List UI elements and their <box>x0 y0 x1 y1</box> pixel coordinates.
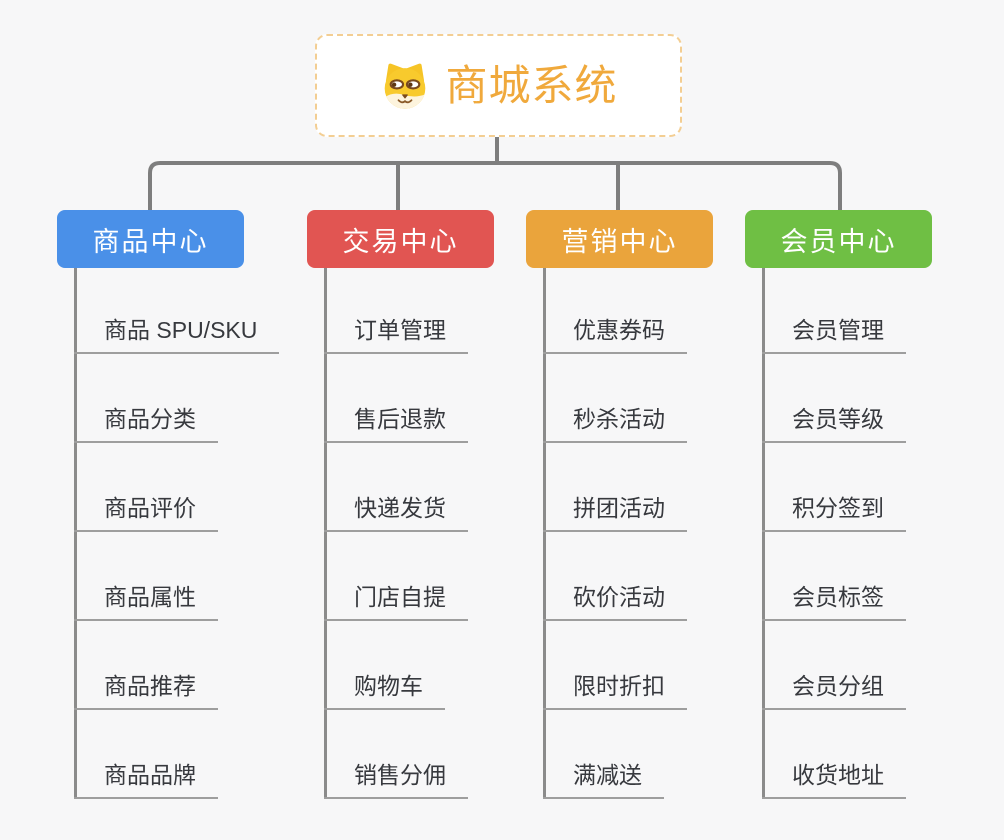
leaf-label: 商品评价 <box>74 495 218 532</box>
leaf-item: 会员分组 <box>762 621 906 710</box>
leaf-item: 商品属性 <box>74 532 279 621</box>
leaf-item: 订单管理 <box>324 265 468 354</box>
leaf-label: 商品属性 <box>74 584 218 621</box>
leaf-item: 会员等级 <box>762 354 906 443</box>
connector-horizontal <box>148 161 842 212</box>
leaf-label: 商品分类 <box>74 406 218 443</box>
leaf-label: 会员管理 <box>762 317 906 354</box>
root-title: 商城系统 <box>445 61 618 109</box>
leaf-item: 会员标签 <box>762 532 906 621</box>
leaf-label: 会员分组 <box>762 673 906 710</box>
leaf-label: 门店自提 <box>324 584 468 621</box>
leaf-label: 购物车 <box>324 673 445 710</box>
leaf-item: 秒杀活动 <box>543 354 687 443</box>
leaf-item: 拼团活动 <box>543 443 687 532</box>
leaf-label: 拼团活动 <box>543 495 687 532</box>
branch-trade-center: 交易中心 <box>307 210 494 268</box>
branch-column-member: 会员中心 会员管理 会员等级 积分签到 会员标签 会员分组 收货地址 <box>745 210 932 799</box>
tree-connector-lines <box>148 136 842 212</box>
leaf-label: 收货地址 <box>762 762 906 799</box>
branch-column-product: 商品中心 商品 SPU/SKU 商品分类 商品评价 商品属性 商品推荐 商品品牌 <box>57 210 280 799</box>
leaf-label: 商品 SPU/SKU <box>74 317 280 354</box>
leaf-label: 会员等级 <box>762 406 906 443</box>
leaf-item: 门店自提 <box>324 532 468 621</box>
leaf-label: 商品品牌 <box>74 762 218 799</box>
leaf-item: 商品分类 <box>74 354 279 443</box>
leaf-item: 销售分佣 <box>324 710 468 799</box>
leaf-label: 销售分佣 <box>324 762 468 799</box>
branch-marketing-center: 营销中心 <box>526 210 713 268</box>
leaf-item: 限时折扣 <box>543 621 687 710</box>
branch-column-trade: 交易中心 订单管理 售后退款 快递发货 门店自提 购物车 销售分佣 <box>307 210 494 799</box>
dog-face-icon <box>385 63 426 109</box>
leaf-label: 积分签到 <box>762 495 906 532</box>
leaf-label: 秒杀活动 <box>543 406 687 443</box>
leaf-item: 满减送 <box>543 710 687 799</box>
branch-marketing-children: 优惠券码 秒杀活动 拼团活动 砍价活动 限时折扣 满减送 <box>543 265 687 799</box>
leaf-label: 售后退款 <box>324 406 468 443</box>
branch-member-children: 会员管理 会员等级 积分签到 会员标签 会员分组 收货地址 <box>762 265 906 799</box>
leaf-item: 售后退款 <box>324 354 468 443</box>
leaf-item: 会员管理 <box>762 265 906 354</box>
branch-product-children: 商品 SPU/SKU 商品分类 商品评价 商品属性 商品推荐 商品品牌 <box>74 265 280 799</box>
leaf-label: 满减送 <box>543 762 664 799</box>
leaf-item: 购物车 <box>324 621 468 710</box>
leaf-item: 快递发货 <box>324 443 468 532</box>
branch-member-center: 会员中心 <box>745 210 932 268</box>
leaf-item: 优惠券码 <box>543 265 687 354</box>
leaf-label: 限时折扣 <box>543 673 687 710</box>
leaf-item: 收货地址 <box>762 710 906 799</box>
leaf-label: 订单管理 <box>324 317 468 354</box>
branch-product-center: 商品中心 <box>57 210 244 268</box>
branch-column-marketing: 营销中心 优惠券码 秒杀活动 拼团活动 砍价活动 限时折扣 满减送 <box>526 210 713 799</box>
leaf-item: 商品推荐 <box>74 621 279 710</box>
leaf-label: 优惠券码 <box>543 317 687 354</box>
leaf-item: 积分签到 <box>762 443 906 532</box>
leaf-item: 砍价活动 <box>543 532 687 621</box>
leaf-label: 商品推荐 <box>74 673 218 710</box>
leaf-item: 商品评价 <box>74 443 279 532</box>
leaf-label: 会员标签 <box>762 584 906 621</box>
leaf-item: 商品 SPU/SKU <box>74 265 280 354</box>
root-node: 商城系统 <box>315 34 682 137</box>
leaf-label: 快递发货 <box>324 495 468 532</box>
branch-trade-children: 订单管理 售后退款 快递发货 门店自提 购物车 销售分佣 <box>324 265 468 799</box>
leaf-label: 砍价活动 <box>543 584 687 621</box>
leaf-item: 商品品牌 <box>74 710 279 799</box>
